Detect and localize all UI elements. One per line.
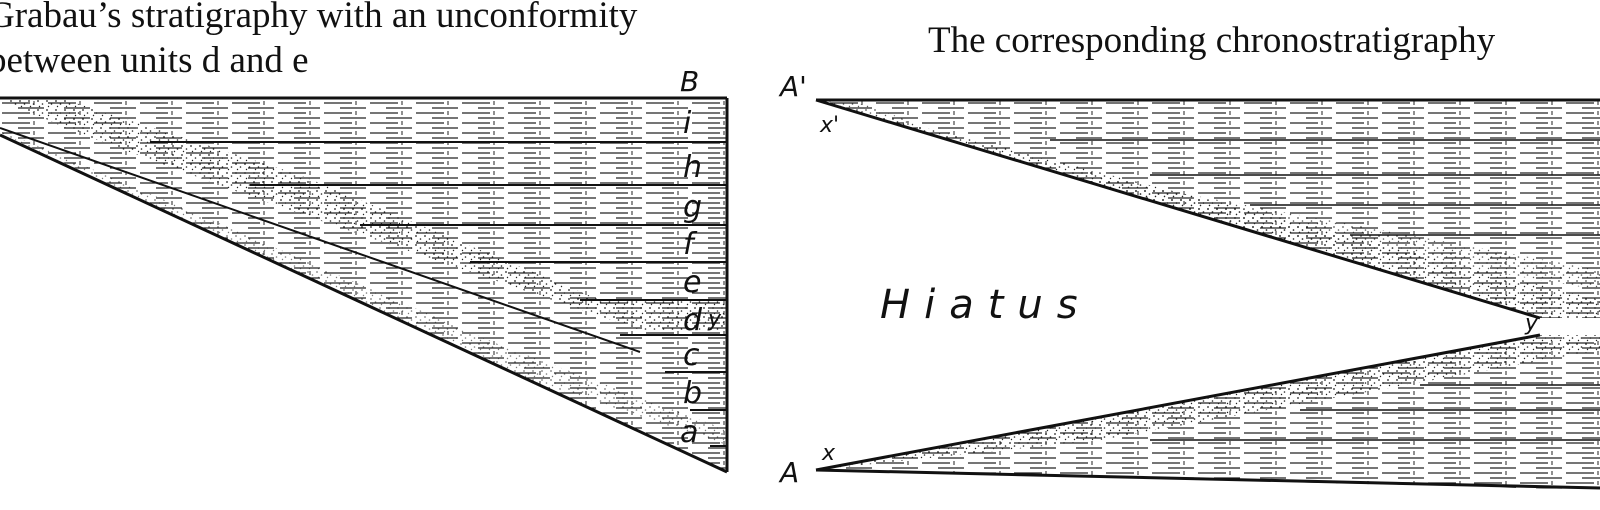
hiatus-label: Hiatus	[880, 282, 1092, 328]
apex-label: y	[1524, 311, 1539, 336]
right-chronostratigraphy: A' x' A x y Hiatus	[778, 70, 1600, 490]
lower-wedge-base-line	[815, 468, 1600, 490]
unit-label-c: c	[683, 338, 700, 373]
lower-wedge-top-line	[815, 333, 1541, 472]
point-label-y: y	[707, 307, 722, 332]
left-title-line1: Grabau’s stratigraphy with an unconformi…	[0, 0, 638, 36]
top-point-label: x'	[819, 113, 839, 138]
left-cross-section: B i h g f e d y c b a	[0, 65, 729, 474]
unit-label-a: a	[680, 415, 698, 450]
lower-wedge-sand-band	[816, 335, 1600, 470]
basal-surface-line	[0, 133, 728, 474]
upper-wedge-sand-fringe	[816, 100, 1600, 290]
basal-sand-band	[0, 130, 727, 445]
corner-label-b: B	[680, 65, 699, 98]
unit-label-g: g	[683, 190, 702, 225]
unit-label-i: i	[683, 106, 692, 141]
unit-label-h: h	[683, 150, 702, 185]
bottom-point-label: x	[821, 441, 836, 466]
unconformity-line	[0, 127, 641, 353]
top-corner-label: A'	[778, 70, 807, 103]
unit-label-b: b	[683, 376, 702, 411]
upper-wedge-base-line	[815, 98, 1541, 320]
right-title: The corresponding chronostratigraphy	[928, 20, 1496, 61]
unconformity-sand-band	[0, 98, 727, 330]
unit-label-e: e	[683, 265, 701, 300]
bottom-corner-label: A	[778, 456, 799, 489]
left-title-line2: between units d and e	[0, 40, 309, 81]
unit-label-d: d	[683, 303, 703, 338]
